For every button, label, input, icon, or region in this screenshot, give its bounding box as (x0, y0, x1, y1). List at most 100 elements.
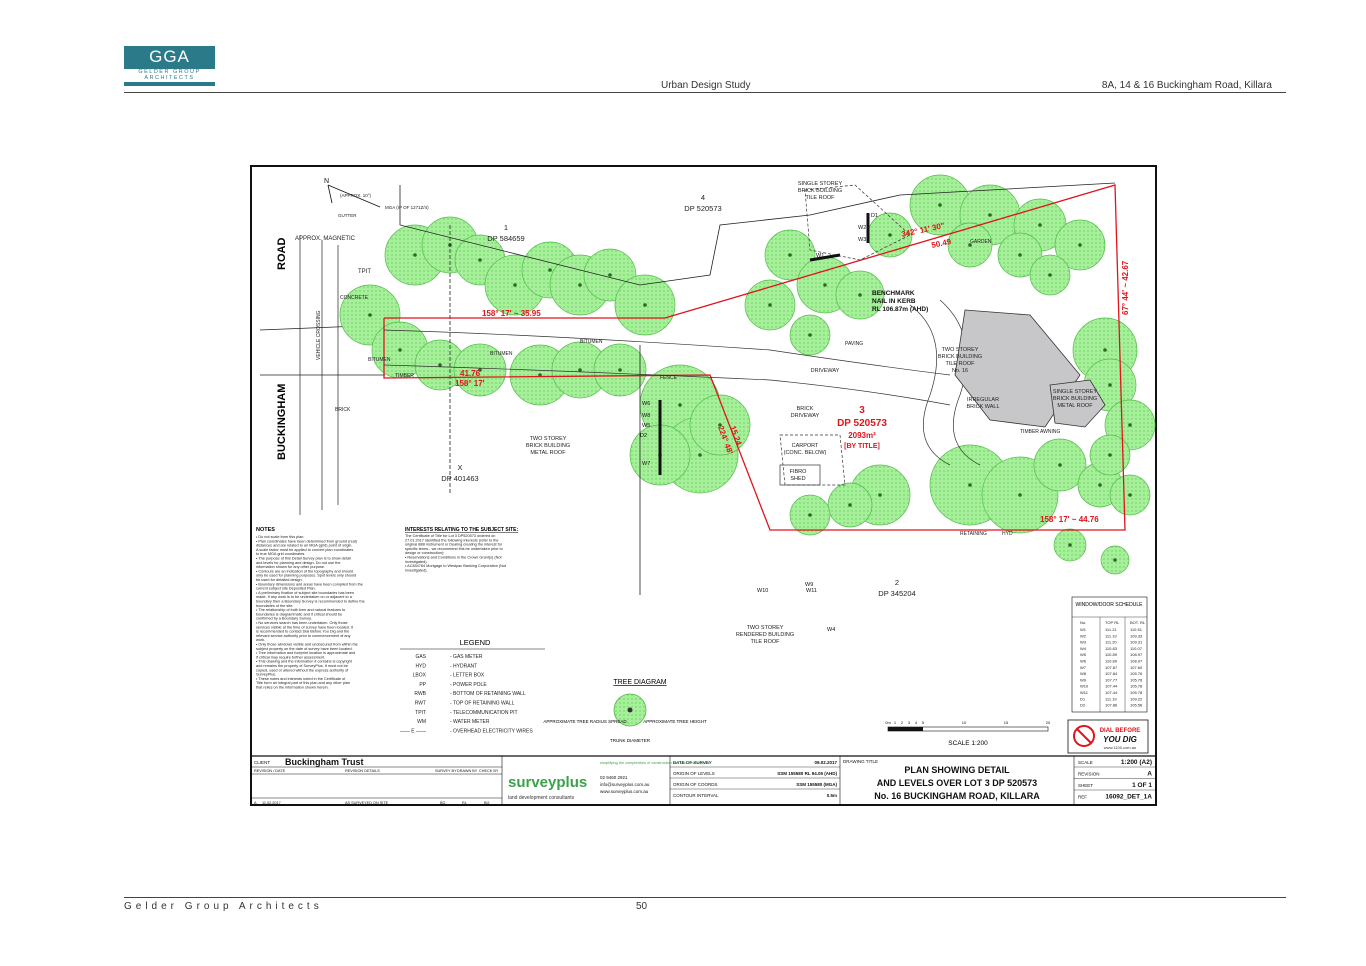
tree-trunk (398, 348, 402, 352)
schedule-cell: 107.87 (1105, 665, 1118, 670)
single-storey-label-1: SINGLE STOREY (798, 181, 843, 187)
single-metal-label-3: METAL ROOF (1057, 403, 1093, 409)
notes-title: NOTES (256, 527, 275, 533)
notes-line: confirmed by a Boundary Survey. (256, 617, 312, 621)
subject-lot-area-note: [BY TITLE] (844, 443, 880, 450)
notes-line: to true MGA grid coordinates. (256, 552, 305, 556)
revision-cell: RL (462, 801, 467, 805)
bearing-east: 67° 44' ~ 42.67 (1121, 260, 1130, 315)
schedule-cell: 105.78 (1130, 690, 1143, 695)
timber-label: TIMBER (395, 373, 414, 379)
brick-wall-label: BRICK WALL (966, 404, 999, 410)
tree-trunk (1078, 243, 1082, 247)
window-w8: W8 (642, 413, 650, 419)
bearing-south-distance: 41.76 (460, 369, 481, 378)
scale-tick-label: 2 (901, 720, 904, 725)
schedule-cell: W2 (1080, 633, 1087, 638)
legend-description: - OVERHEAD ELECTRICITY WIRES (450, 728, 533, 734)
schedule-cell: D2 (1080, 703, 1086, 708)
legend-symbol: PP (419, 682, 426, 688)
tree-trunk (1068, 543, 1072, 547)
logo-bar (124, 82, 215, 86)
tree-trunk (848, 503, 852, 507)
notes-block: NOTES • Do not scale from this plan.• Pl… (256, 527, 365, 690)
revision-cell: BG (440, 801, 446, 805)
legend-symbol: TPIT (415, 710, 426, 716)
bitumen-label-2: BITUMEN (490, 351, 513, 357)
notes-line: • Tree information and footprint locatio… (256, 651, 355, 655)
revision-header: CHECK BY (479, 769, 499, 773)
bearing-southeast: 158° 17' ~ 44.76 (1040, 515, 1099, 524)
bearing-south: 158° 17' (455, 379, 485, 388)
tree-trunk (1018, 253, 1022, 257)
schedule-cell: W11 (1080, 690, 1089, 695)
notes-line: • The purpose of this Detail Survey plan… (256, 557, 351, 561)
legend-symbol: WM (417, 719, 426, 725)
client-label: CLIENT (254, 760, 270, 765)
schedule-cell: 107.44 (1105, 684, 1118, 689)
interests-line: The Certificate of Title for Lot 3 DP520… (405, 534, 495, 538)
tree-trunk (988, 213, 992, 217)
drawing-title-1: PLAN SHOWING DETAIL (904, 765, 1010, 775)
legend-title: LEGEND (460, 638, 491, 647)
survey-field-label: DATE OF SURVEY (673, 760, 712, 765)
notes-line: and levels for planning and design. Do n… (256, 561, 340, 565)
legend-symbol: RWT (415, 701, 426, 707)
brick-label: RETAINING (960, 531, 987, 537)
schedule-cell: W5 (1080, 652, 1087, 657)
legend-symbol: LBOX (413, 673, 427, 679)
window-w1: W1 (816, 253, 824, 259)
lot1-dp: DP 584659 (487, 234, 524, 243)
schedule-cell: 110.51 (1130, 627, 1143, 632)
subject-lot-dp: DP 520573 (837, 418, 887, 429)
tree-trunk (938, 203, 942, 207)
title-field-value: 1:200 (A2) (1121, 759, 1152, 766)
notes-line: • Do not scale from this plan. (256, 535, 304, 539)
lotx-number: X (457, 463, 462, 472)
fence-label: FENCE (660, 375, 678, 381)
road-name-buckingham: BUCKINGHAM (276, 384, 288, 460)
scale-label: SCALE 1:200 (948, 740, 988, 747)
notes-line: boundary then a Boundary Survey is recom… (256, 600, 365, 604)
house16-label-2: BRICK BUILDING (938, 354, 982, 360)
tree-trunk (698, 453, 702, 457)
road-name-road: ROAD (276, 238, 288, 270)
notes-line: and remains the property of SurveyPlus. … (256, 664, 348, 668)
brick-driveway-label-2: DRIVEWAY (791, 413, 820, 419)
two-metal-label-1: TWO STOREY (530, 436, 567, 442)
legend-description: - POWER POLE (450, 682, 487, 688)
tree-trunk (1098, 483, 1102, 487)
notes-line: A scale factor must be applied to conver… (256, 548, 353, 552)
legend-description: - BOTTOM OF RETAINING WALL (450, 691, 526, 697)
legend-description: - GAS METER (450, 654, 483, 660)
tree-trunk (1018, 493, 1022, 497)
tree-trunk (578, 368, 582, 372)
interests-block: INTERESTS RELATING TO THE SUBJECT SITE: … (405, 527, 518, 572)
schedule-cell: 107.86 (1105, 703, 1118, 708)
svg-text:N: N (324, 178, 329, 185)
survey-field-value: 0.5m (827, 793, 837, 798)
interests-line: original 88B instrument or Dealing creat… (405, 543, 503, 547)
tree-trunk (618, 368, 622, 372)
title-field-value: A (1147, 771, 1152, 778)
schedule-cell: W8 (1080, 671, 1087, 676)
paving-label: PAVING (845, 341, 863, 347)
notes-line: • The relationship of built form and nat… (256, 608, 345, 612)
surveyplus-logo: surveyplus (508, 774, 587, 791)
notes-line: • A preliminary fixation of subject site… (256, 591, 354, 595)
magnetic-approx: MGA (IP OF 1271Z/4) (385, 205, 429, 210)
scale-tick-label: 0m (885, 720, 891, 725)
survey-field-value: 09.02.2017 (814, 760, 837, 765)
revision-cell: AS SURVEYED ON SITE (345, 801, 389, 805)
interests-title: INTERESTS RELATING TO THE SUBJECT SITE: (405, 527, 518, 533)
notes-line: current subject site Deposited Plan. (256, 587, 316, 591)
legend-symbol: HYD (415, 663, 426, 669)
revision-cell: BG (484, 801, 490, 805)
revision-header: REVISION DETAILS (345, 769, 380, 773)
schedule-cell: 109.31 (1130, 640, 1143, 645)
dial-before-you-dig-logo: DIAL BEFORE YOU DIG www.1100.com.au (1067, 719, 1149, 754)
logo-box (124, 46, 215, 69)
schedule-header: TOP RL (1105, 620, 1120, 625)
